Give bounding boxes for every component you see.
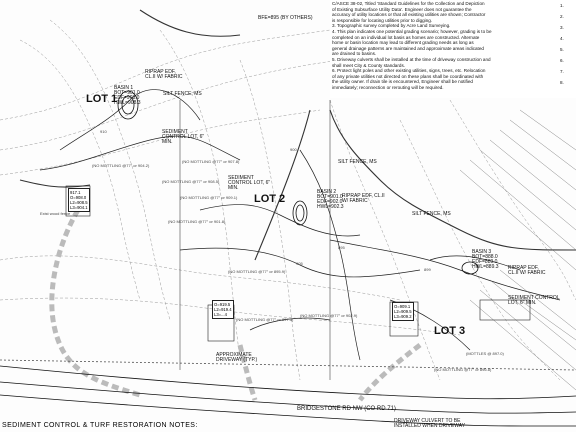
mottling-note-5: (NO MOTTLING @77" or 901.8)	[168, 219, 226, 224]
contour-label-899: 899	[424, 267, 431, 272]
note-line: 3. Topographic survey completed by Acre …	[332, 23, 451, 29]
notes-column-right: 1. 2. 3. 4. 5. 6. 7. 8.	[560, 0, 576, 98]
riprap-label-3: RIPRAP EDF, CL.II W/ FABRIC	[508, 265, 546, 276]
basin-1-label: BASIN 1 BOT=901.0 EDF=908.0 HWL=908.3	[114, 85, 141, 106]
silt-fence-label-2: SILT FENCE, MS	[338, 159, 377, 165]
note-line: immediately; reconnection or rerouting w…	[332, 84, 444, 90]
sediment-control-lot-2: SEDIMENT CONTROL LOT, 6" MIN.	[228, 175, 271, 191]
general-notes: C/ASCE 38-02, Titled 'Standard Guideline…	[330, 0, 576, 98]
lot-2-label: LOT 2	[254, 193, 286, 205]
note-line: general drainage patterns are maintained…	[332, 45, 484, 51]
basin-2-label: BASIN 2 BOT=901.0 EDF=902.0 HWL=902.3	[317, 189, 344, 210]
note-line: of Existing Subsurface Utility Data'. En…	[332, 6, 472, 12]
note-number: 8.	[560, 80, 564, 85]
elevation-box-lot-1: 917.1 O=908.0 L2=908.5 L3=904.1	[68, 188, 90, 212]
right-hatch	[459, 109, 576, 391]
mottling-note-9: (MOTTLES @ 897.0)	[466, 351, 504, 356]
note-line: C/ASCE 38-02, Titled 'Standard Guideline…	[332, 1, 485, 6]
note-line: shall meet City & County standards.	[332, 62, 406, 68]
riprap-label-2: RIPRAP EDF, CL.II W/ FABRIC	[342, 193, 385, 204]
note-line: 6. Protect light poles and other existin…	[332, 68, 486, 74]
mottling-note-1: (NO MOTTLING @77" or 904.2)	[92, 163, 150, 168]
note-number: 7.	[560, 69, 564, 74]
note-number: 2.	[560, 14, 564, 19]
note-line: are drained to basins.	[332, 51, 377, 57]
note-line: of any private utilities not directed on…	[332, 73, 484, 79]
note-number: 5.	[560, 47, 564, 52]
silt-fence-lines	[19, 9, 576, 261]
existing-fence-label: Exist wood fence	[40, 211, 71, 216]
mottling-note-3: (NO MOTTLING @77" or 908.5)	[162, 179, 220, 184]
elevation-box-lot-3: O=909.1 L2=909.5 L3=909.2	[392, 302, 414, 321]
contour-label-905: 905	[296, 261, 303, 266]
note-line: accuracy of utility locations or that al…	[332, 12, 486, 18]
road-name-label: BRIDGESTONE RD NW (CO RD 71)	[297, 406, 396, 412]
lot-1-label: LOT 1	[86, 93, 118, 105]
mottling-note-8: (NO MOTTLING @77" or 902.9)	[300, 313, 358, 318]
riprap-label-1: RIPRAP EDF, CL.II W/ FABRIC	[145, 69, 183, 80]
mottling-note-6: (NO MOTTLING @77" or 895.9)	[228, 269, 286, 274]
lot-3-label: LOT 3	[434, 325, 466, 337]
mottling-note-7: (NO MOTTLING @77" or 897.5)	[236, 317, 294, 322]
approximate-driveway-label: APPROXIMATE DRIVEWAY (TYP.)	[216, 352, 258, 363]
note-line: 4. This plan indicates one potential gra…	[332, 28, 492, 34]
contour-label-900: 900	[290, 147, 297, 152]
approximate-driveways	[49, 208, 422, 402]
note-number: 4.	[560, 36, 564, 41]
contour-label-910: 910	[100, 129, 107, 134]
lot-lines	[179, 100, 331, 380]
note-line: 5. Driveway culverts shall be installed …	[332, 56, 491, 62]
basin-3-label: BASIN 3 BOT=888.0 EDF=889.0 HWL=889.3	[472, 249, 499, 270]
mottling-note-10: (NO MOTTLING @77" or 896.8)	[434, 367, 492, 372]
bfe-label: BFE=895 (BY OTHERS)	[258, 15, 313, 21]
silt-fence-label-3: SILT FENCE, MS	[412, 211, 451, 217]
note-line: completed on an individual lot basis as …	[332, 34, 480, 40]
mottling-note-4: (NO MOTTLING @77" or 909.1)	[180, 195, 238, 200]
driveway-culvert-label: DRIVEWAY CULVERT TO BE INSTALLED WHEN DR…	[394, 418, 466, 429]
sediment-control-lot-1: SEDIMENT CONTROL LOT, 6" MIN.	[162, 129, 205, 145]
note-number: 1.	[560, 3, 564, 8]
note-line: the utility owner. If drain tile is enco…	[332, 79, 473, 85]
note-line: home or basin location may lead to diffe…	[332, 40, 474, 46]
road-lines	[0, 359, 576, 427]
note-line: is responsible for locating utilities pr…	[332, 17, 433, 23]
sediment-control-lot-3: SEDIMENT CONTROL LOT, 6" MIN.	[508, 295, 560, 306]
sediment-control-notes-heading: SEDIMENT CONTROL & TURF RESTORATION NOTE…	[2, 422, 198, 429]
basins	[117, 90, 479, 275]
contour-label-895: 895	[338, 245, 345, 250]
silt-fence-label-1: SILT FENCE, MS	[163, 91, 202, 97]
elevation-box-lot-2: O=919.5 L2=919.4 L3=...4	[212, 300, 234, 319]
note-number: 3.	[560, 25, 564, 30]
mottling-note-2: (NO MOTTLING @77" or 907.8)	[182, 159, 240, 164]
note-number: 6.	[560, 58, 564, 63]
